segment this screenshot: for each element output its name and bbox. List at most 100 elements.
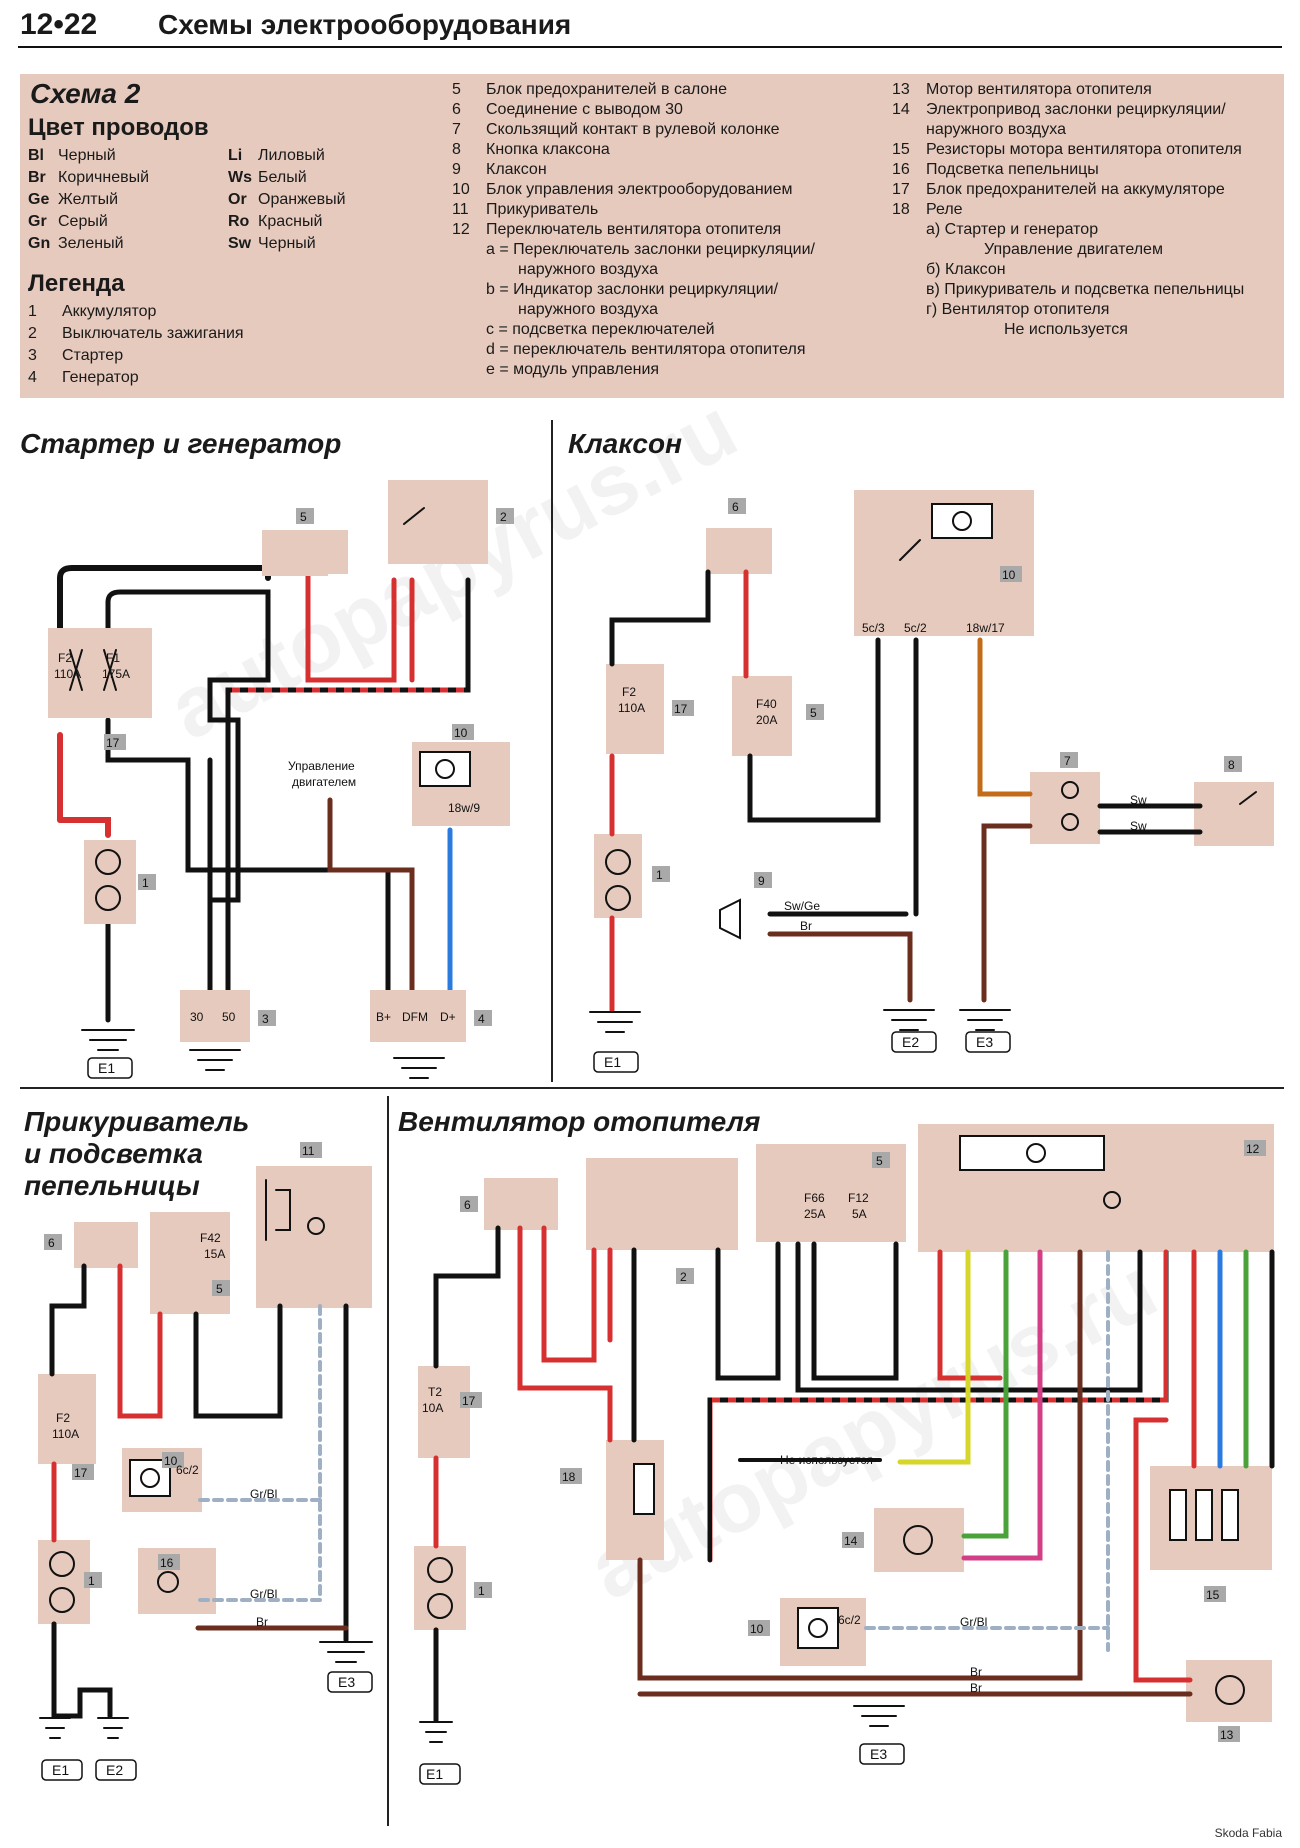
page-title: Схемы электрооборудования: [158, 9, 572, 40]
svg-text:14: 14: [844, 1534, 858, 1548]
svg-text:4: 4: [478, 1012, 485, 1026]
svg-text:10A: 10A: [422, 1401, 443, 1415]
svg-text:17: 17: [674, 702, 688, 716]
svg-text:2: 2: [680, 1270, 687, 1284]
svg-text:17: 17: [462, 1394, 476, 1408]
svg-text:1: 1: [656, 868, 663, 882]
scheme-title: Схема 2: [30, 78, 141, 109]
svg-text:6: 6: [732, 500, 739, 514]
svg-text:11: 11: [302, 1144, 315, 1158]
svg-text:5: 5: [216, 1282, 223, 1296]
legend-item: в) Прикуриватель и подсветка пепельницы: [926, 281, 1245, 298]
svg-text:E1: E1: [426, 1766, 443, 1782]
svg-text:7: 7: [1064, 754, 1071, 768]
svg-text:17: 17: [74, 1466, 88, 1480]
section-title-fan: Вентилятор отопителя: [398, 1106, 761, 1137]
svg-text:Gr/Bl: Gr/Bl: [960, 1615, 987, 1629]
legend-item: b = Индикатор заслонки рециркуляции/: [486, 281, 779, 298]
svg-text:2: 2: [500, 510, 507, 524]
svg-text:Управление: Управление: [288, 759, 355, 773]
svg-text:DFM: DFM: [402, 1010, 428, 1024]
svg-text:Gr/Bl: Gr/Bl: [250, 1587, 277, 1601]
svg-text:18: 18: [562, 1470, 576, 1484]
svg-text:50: 50: [222, 1010, 236, 1024]
page-number: 12•22: [20, 8, 98, 41]
svg-text:5: 5: [810, 706, 817, 720]
svg-text:18w/9: 18w/9: [448, 801, 480, 815]
svg-text:13: 13: [1220, 1728, 1234, 1742]
svg-text:Sw: Sw: [1130, 819, 1147, 833]
starter-circuit: [48, 480, 510, 1079]
svg-text:F2: F2: [58, 651, 72, 665]
svg-text:110A: 110A: [54, 667, 81, 681]
svg-text:10: 10: [750, 1622, 764, 1636]
svg-text:Br: Br: [970, 1665, 982, 1679]
svg-text:175A: 175A: [102, 667, 130, 681]
svg-text:E1: E1: [604, 1054, 621, 1070]
svg-text:10: 10: [454, 726, 468, 740]
svg-text:1: 1: [88, 1574, 95, 1588]
section-title-lighter-1: Прикуриватель: [24, 1106, 250, 1137]
page-header: 12•22 Схемы электрооборудования: [18, 6, 1282, 48]
svg-text:1: 1: [142, 876, 149, 890]
legend-item: Управление двигателем: [984, 241, 1163, 258]
svg-text:F40: F40: [756, 697, 777, 711]
lighter-circuit: [38, 1166, 373, 1781]
svg-text:Не используется: Не используется: [780, 1453, 873, 1467]
svg-text:E2: E2: [106, 1762, 123, 1778]
svg-text:110A: 110A: [52, 1427, 79, 1441]
svg-text:двигателем: двигателем: [292, 775, 356, 789]
svg-text:Gr/Bl: Gr/Bl: [250, 1487, 277, 1501]
svg-text:Br: Br: [256, 1615, 268, 1629]
svg-text:E3: E3: [870, 1746, 887, 1762]
svg-text:F2: F2: [622, 685, 636, 699]
svg-text:T2: T2: [428, 1385, 442, 1399]
svg-text:1: 1: [478, 1584, 485, 1598]
svg-text:16: 16: [160, 1556, 174, 1570]
svg-text:E2: E2: [902, 1034, 919, 1050]
svg-text:110A: 110A: [618, 701, 645, 715]
svg-text:F1: F1: [106, 651, 120, 665]
section-title-lighter-3: пепельницы: [24, 1170, 200, 1201]
svg-text:30: 30: [190, 1010, 204, 1024]
horn-circuit: [589, 490, 1274, 1073]
svg-text:8: 8: [1228, 758, 1235, 772]
svg-text:5c/3: 5c/3: [862, 621, 885, 635]
legend-item: e = модуль управления: [486, 361, 660, 378]
legend-item: наружного воздуха: [518, 261, 658, 278]
legend-item: г) Вентилятор отопителя: [926, 301, 1110, 318]
svg-text:5: 5: [876, 1154, 883, 1168]
svg-text:6: 6: [464, 1198, 471, 1212]
svg-text:D+: D+: [440, 1010, 456, 1024]
legend-item: наружного воздуха: [926, 121, 1066, 138]
svg-text:E1: E1: [52, 1762, 69, 1778]
svg-text:12: 12: [1246, 1142, 1260, 1156]
svg-text:5A: 5A: [852, 1207, 867, 1221]
svg-text:E1: E1: [98, 1060, 115, 1076]
svg-text:17: 17: [106, 736, 120, 750]
svg-text:E3: E3: [338, 1674, 355, 1690]
svg-text:B+: B+: [376, 1010, 391, 1024]
svg-text:F12: F12: [848, 1191, 869, 1205]
footer-model: Skoda Fabia: [1214, 1826, 1282, 1840]
